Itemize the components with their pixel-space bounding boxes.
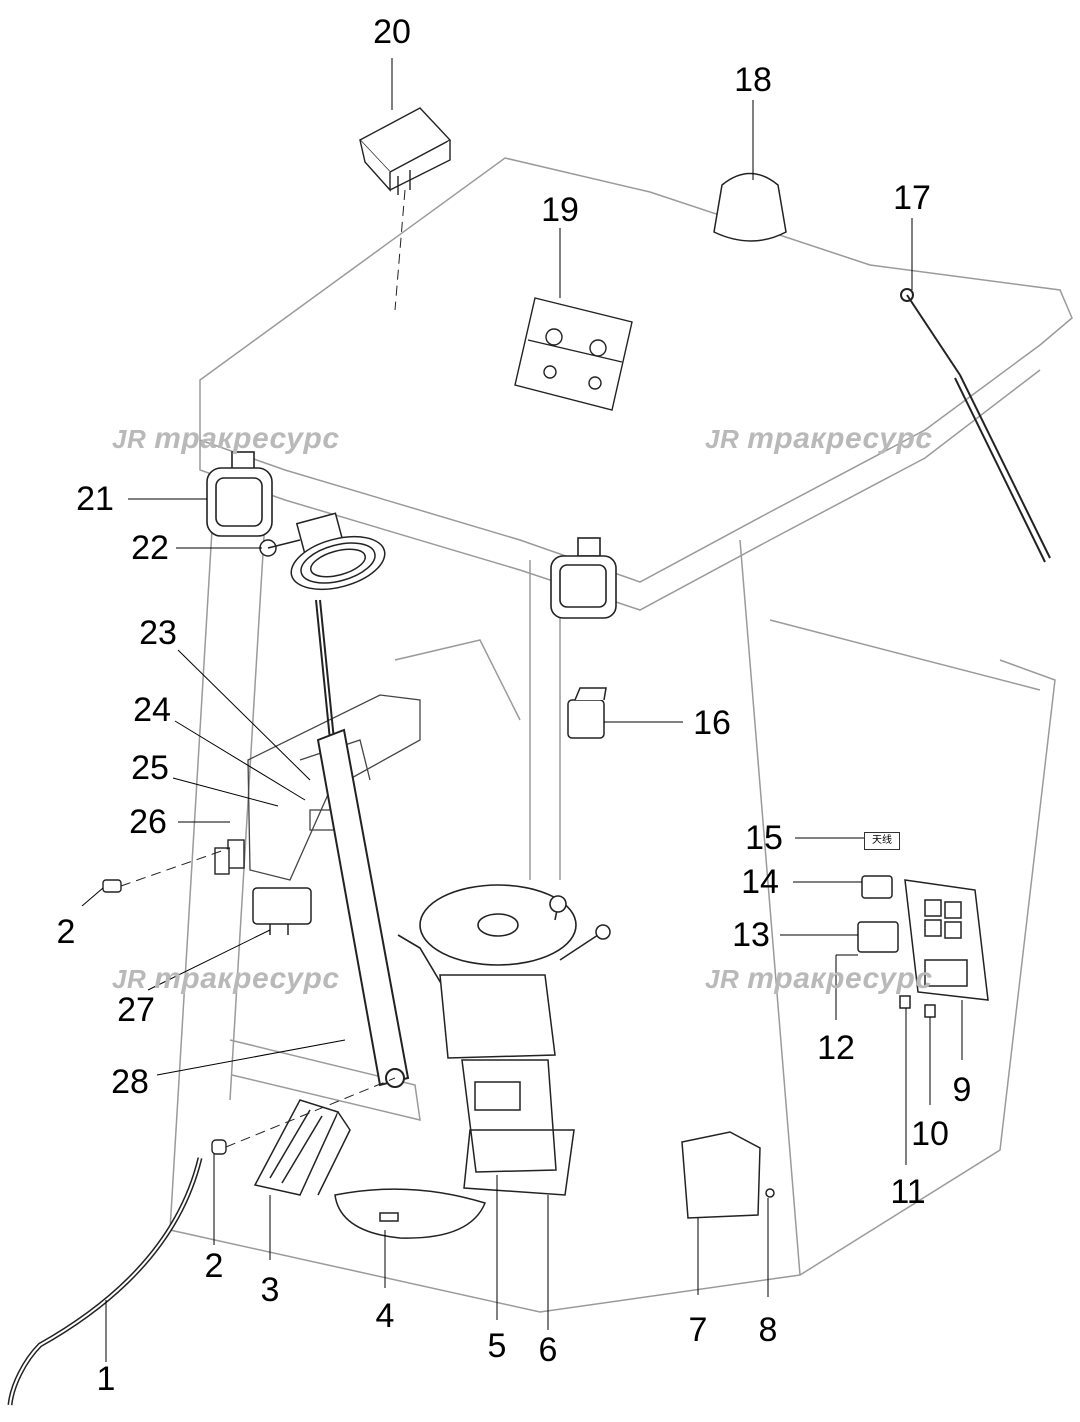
- callout-16: 16: [693, 704, 731, 742]
- callout-9: 9: [952, 1071, 972, 1109]
- part-3-pedal: [253, 1099, 351, 1196]
- callout-2: 2: [56, 913, 76, 951]
- callout-17: 17: [893, 179, 931, 217]
- callout-2: 2: [204, 1247, 224, 1285]
- callout-13: 13: [732, 916, 770, 954]
- part-27-box: [252, 887, 312, 935]
- callout-1: 1: [96, 1360, 116, 1398]
- watermark-text: тракресурс: [154, 422, 340, 455]
- callout-10: 10: [911, 1115, 949, 1153]
- part-19-dome-light: [514, 297, 633, 411]
- callout-25: 25: [131, 749, 169, 787]
- watermark-logo: JR: [705, 424, 740, 454]
- callout-11: 11: [890, 1173, 926, 1211]
- part-23-front-wiper: [315, 599, 410, 1088]
- callout-7: 7: [688, 1311, 708, 1349]
- callout-14: 14: [741, 863, 779, 901]
- callout-23: 23: [139, 614, 177, 652]
- part-15-tag: 天线: [864, 832, 900, 850]
- callout-5: 5: [487, 1327, 507, 1365]
- watermark-text: тракресурс: [747, 962, 933, 995]
- watermark-logo: JR: [112, 964, 147, 994]
- part-20-component: [358, 107, 452, 195]
- callout-22: 22: [131, 529, 169, 567]
- part-18-beacon: [713, 172, 787, 242]
- callout-3: 3: [260, 1271, 280, 1309]
- callout-15: 15: [745, 819, 783, 857]
- part-21-work-lamp: [206, 451, 273, 537]
- callout-21: 21: [76, 480, 114, 518]
- part-22-fan: [259, 512, 386, 591]
- callout-12: 12: [817, 1029, 855, 1067]
- part-7-controller: [681, 1131, 775, 1219]
- leader-lines: [81, 58, 963, 1362]
- watermark-logo: JR: [112, 424, 147, 454]
- callout-24: 24: [133, 691, 171, 729]
- part-9-relay-panel: [857, 875, 989, 1018]
- part-16-box: [567, 687, 607, 739]
- part-4-console: [334, 1188, 487, 1239]
- part-2-bolt: [102, 879, 227, 1155]
- callout-26: 26: [129, 803, 167, 841]
- part-5-steering-column: [439, 924, 611, 1196]
- callout-8: 8: [758, 1311, 778, 1349]
- callout-4: 4: [375, 1297, 395, 1335]
- callout-28: 28: [111, 1063, 149, 1101]
- callout-20: 20: [373, 13, 411, 51]
- callout-18: 18: [734, 61, 772, 99]
- watermark-text: тракресурс: [154, 962, 340, 995]
- callout-27: 27: [117, 991, 155, 1029]
- part-26-bracket: [214, 839, 245, 875]
- watermark-text: тракресурс: [747, 422, 933, 455]
- part-17-rear-wiper: [900, 288, 1051, 563]
- callout-6: 6: [538, 1331, 558, 1369]
- callout-19: 19: [541, 191, 579, 229]
- watermark-logo: JR: [705, 964, 740, 994]
- steering-wheel: [397, 884, 577, 991]
- work-lamp-right: [550, 537, 617, 619]
